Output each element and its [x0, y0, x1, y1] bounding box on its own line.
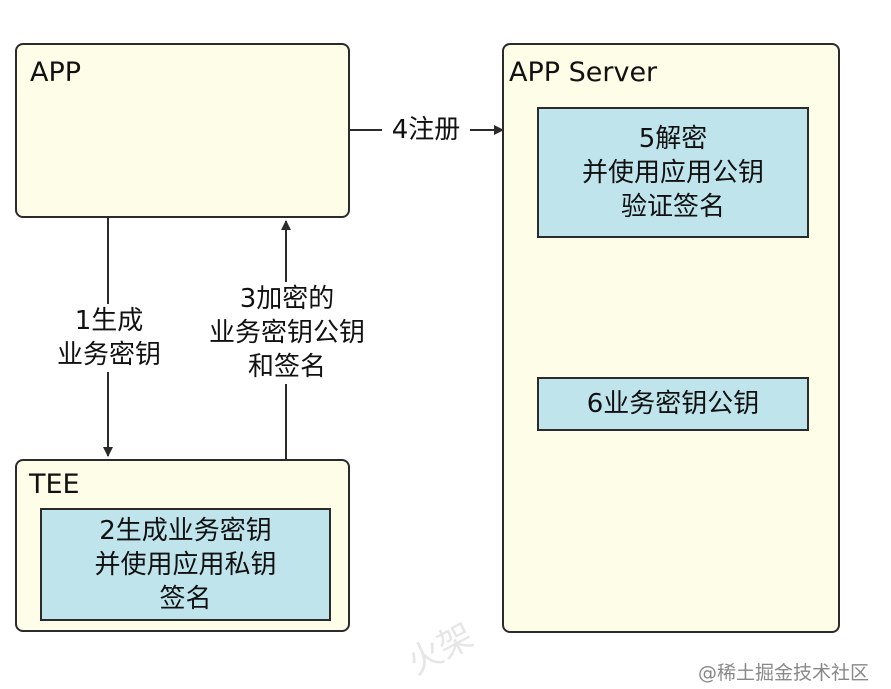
label-step4: 4注册	[382, 113, 470, 147]
label-step3: 3加密的 业务密钥公钥 和签名	[190, 282, 384, 384]
watermark: @稀土掘金技术社区	[697, 662, 869, 684]
app-title: APP	[30, 57, 82, 88]
label-step1: 1生成 业务密钥	[44, 304, 174, 372]
app-box: APP	[15, 43, 350, 218]
tee-inner-step2: 2生成业务密钥 并使用应用私钥 签名	[40, 508, 331, 621]
tee-title: TEE	[29, 469, 80, 500]
server-title: APP Server	[509, 57, 658, 88]
server-inner-step5: 5解密 并使用应用公钥 验证签名	[537, 107, 809, 238]
server-inner-step6: 6业务密钥公钥	[537, 377, 809, 431]
server-box: APP Server 5解密 并使用应用公钥 验证签名 6业务密钥公钥	[502, 43, 840, 633]
tee-box: TEE 2生成业务密钥 并使用应用私钥 签名	[15, 459, 350, 632]
